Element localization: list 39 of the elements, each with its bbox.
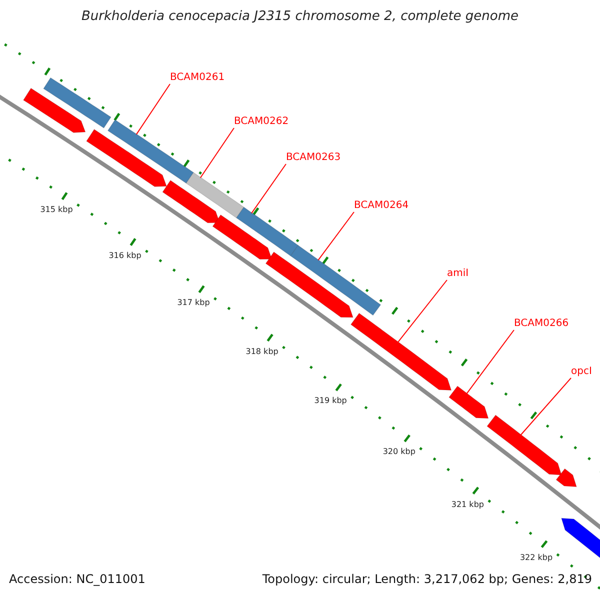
gene-feature (486, 414, 562, 476)
gene-feature (162, 180, 220, 224)
gene-label: opcI (571, 366, 592, 378)
scale-label: 318 kbp (246, 346, 278, 356)
gene-feature (212, 214, 272, 260)
leader-line (466, 330, 514, 394)
gene-feature (265, 252, 354, 318)
leader-line (520, 378, 572, 436)
gene-bar (236, 206, 299, 256)
scale-label: 316 kbp (108, 251, 142, 260)
leader-line (251, 164, 286, 214)
gene-feature (448, 386, 489, 419)
map-title: Burkholderia cenocepacia J2315 chromosome 2, complete genome (80, 10, 520, 25)
accession-text: Accession: NC_011001 (9, 573, 146, 587)
gene-label: BCAM0264 (354, 200, 409, 212)
scale-label: 322 kbp (520, 553, 553, 562)
gene-label: BCAM0263 (286, 152, 341, 164)
gene-bar (107, 119, 194, 184)
leader-line (318, 212, 354, 261)
scale-label: 321 kbp (451, 500, 484, 509)
gene-feature (86, 129, 167, 187)
gene-feature (22, 88, 86, 133)
gene-bar (43, 77, 112, 128)
gene-label: BCAM0262 (234, 116, 289, 128)
genome-info-text: Topology: circular; Length: 3,217,062 bp; Genes: 2,819 (262, 573, 592, 587)
scale-label: 320 kbp (382, 447, 416, 457)
scale-label: 315 kbp (40, 205, 73, 214)
gene-label: amiI (447, 268, 469, 280)
gene-bar (186, 172, 244, 218)
leader-line (200, 128, 234, 178)
leader-line (136, 84, 170, 135)
scale-label: 317 kbp (177, 298, 210, 308)
gene-feature (350, 312, 452, 391)
gene-bar (290, 244, 382, 316)
leader-line (398, 280, 448, 342)
gene-label: BCAM0261 (170, 72, 225, 84)
gene-label: BCAM0266 (514, 318, 569, 330)
gene-feature (556, 468, 577, 488)
scale-label: 319 kbp (314, 396, 347, 406)
